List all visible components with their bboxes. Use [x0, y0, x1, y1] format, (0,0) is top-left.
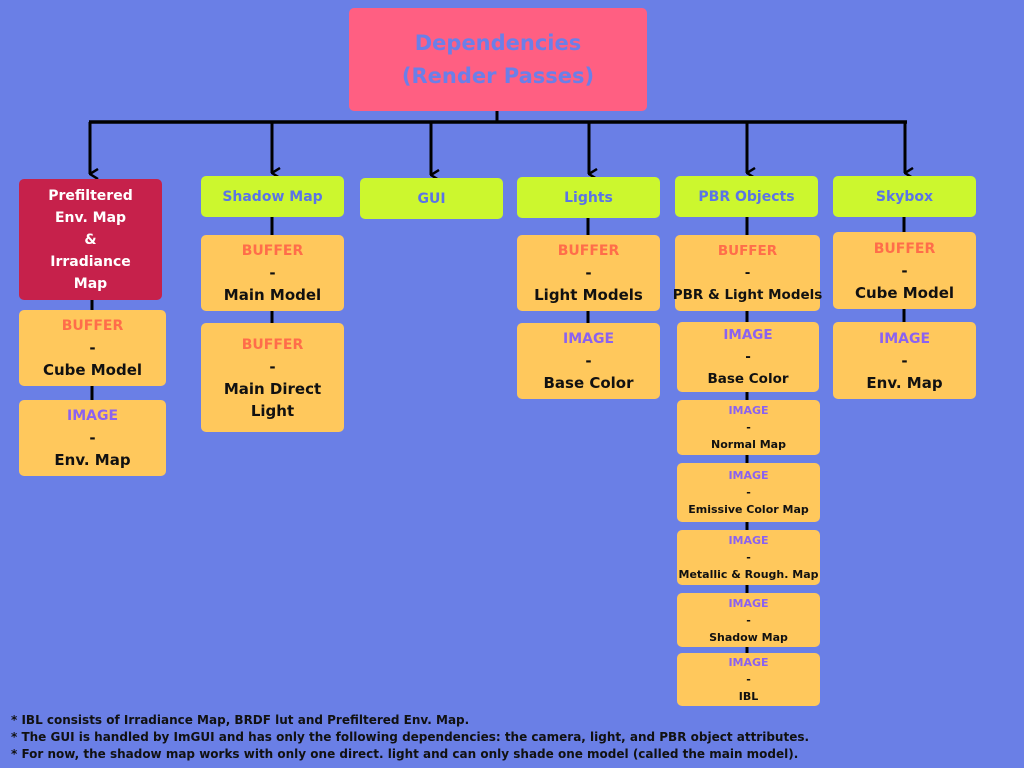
resource-image-metallic-rough-map: IMAGE - Metallic & Rough. Map — [677, 530, 820, 585]
resource-buffer-cube-model: BUFFER - Cube Model — [19, 310, 166, 386]
resource-name: Shadow Map — [709, 630, 788, 644]
resource-kind: BUFFER — [557, 243, 620, 259]
footnote-gui: * The GUI is handled by ImGUI and has on… — [11, 730, 810, 744]
pass-shadow-map: Shadow Map — [201, 176, 344, 217]
resource-kind: IMAGE — [728, 469, 769, 482]
resource-name: Light Models — [534, 286, 643, 304]
resource-image-env-map: IMAGE - Env. Map — [19, 400, 166, 476]
resource-name: Emissive Color Map — [688, 503, 809, 516]
resource-name: Env. Map — [866, 373, 943, 392]
resource-kind: IMAGE — [728, 404, 769, 417]
resource-kind: IMAGE — [878, 330, 931, 347]
resource-kind: IMAGE — [562, 331, 615, 347]
resource-name: IBL — [738, 690, 759, 703]
pass-label: PBR Objects — [698, 188, 795, 205]
resource-separator: - — [901, 351, 908, 370]
resource-separator: - — [269, 357, 276, 376]
resource-kind: IMAGE — [66, 408, 119, 424]
resource-name: Main Model — [223, 286, 322, 304]
resource-separator: - — [746, 486, 751, 499]
pass-label: Lights — [564, 189, 613, 206]
resource-buffer-main-direct-light: BUFFER - Main Direct Light — [201, 323, 344, 432]
resource-image-base-color: IMAGE - Base Color — [677, 322, 819, 392]
resource-image-env-map: IMAGE - Env. Map — [833, 322, 976, 399]
resource-buffer-main-model: BUFFER - Main Model — [201, 235, 344, 311]
pass-label: GUI — [417, 190, 446, 207]
pass-label-line: Prefiltered — [48, 187, 133, 204]
resource-image-normal-map: IMAGE - Normal Map — [677, 400, 820, 455]
pass-label-line: & — [84, 231, 97, 248]
resource-name: Base Color — [543, 374, 634, 392]
resource-buffer-pbr-light-models: BUFFER - PBR & Light Models — [672, 235, 823, 311]
root-title: Dependencies — [414, 30, 582, 55]
footnote-shadow-map: * For now, the shadow map works with onl… — [11, 747, 799, 761]
resource-image-base-color: IMAGE - Base Color — [517, 323, 660, 399]
resource-separator: - — [901, 261, 908, 280]
resource-kind: IMAGE — [723, 327, 773, 343]
resource-name: Cube Model — [854, 283, 955, 302]
resource-separator: - — [585, 264, 592, 282]
pass-label: Shadow Map — [222, 188, 323, 205]
resource-name: PBR & Light Models — [672, 287, 823, 303]
resource-separator: - — [746, 613, 751, 627]
resource-separator: - — [269, 264, 276, 282]
pass-label: Skybox — [875, 188, 934, 205]
resource-name: Env. Map — [54, 451, 131, 469]
resource-kind: BUFFER — [241, 336, 304, 353]
resource-name: Cube Model — [42, 361, 143, 379]
resource-kind: BUFFER — [241, 243, 304, 259]
footnotes: * IBL consists of Irradiance Map, BRDF l… — [11, 712, 809, 763]
resource-separator: - — [746, 673, 751, 686]
pass-label-line: Map — [73, 275, 108, 292]
pass-skybox: Skybox — [833, 176, 976, 217]
resource-image-shadow-map: IMAGE - Shadow Map — [677, 593, 820, 647]
pass-gui: GUI — [360, 178, 503, 219]
resource-separator: - — [745, 349, 751, 365]
pass-pbr-objects: PBR Objects — [675, 176, 818, 217]
resource-kind: IMAGE — [728, 656, 769, 669]
pass-label-line: Irradiance — [50, 253, 131, 270]
resource-image-emissive-color-map: IMAGE - Emissive Color Map — [677, 463, 820, 522]
resource-kind: BUFFER — [61, 318, 124, 334]
resource-separator: - — [89, 339, 96, 357]
pass-label-line: Env. Map — [54, 209, 127, 226]
resource-buffer-light-models: BUFFER - Light Models — [517, 235, 660, 311]
resource-separator: - — [746, 551, 751, 564]
resource-separator: - — [585, 352, 592, 370]
root-node: Dependencies (Render Passes) — [349, 8, 647, 111]
resource-name: Metallic & Rough. Map — [678, 568, 819, 581]
resource-name: Main Direct Light — [223, 379, 322, 420]
resource-separator: - — [744, 265, 751, 281]
resource-separator: - — [746, 421, 751, 434]
resource-kind: BUFFER — [873, 240, 936, 257]
footnote-ibl: * IBL consists of Irradiance Map, BRDF l… — [11, 713, 470, 727]
root-subtitle: (Render Passes) — [401, 63, 595, 88]
pass-prefiltered-env-irradiance: Prefiltered Env. Map & Irradiance Map — [19, 179, 162, 300]
resource-buffer-cube-model: BUFFER - Cube Model — [833, 232, 976, 309]
resource-kind: BUFFER — [717, 243, 778, 259]
resource-kind: IMAGE — [728, 596, 769, 610]
resource-name: Normal Map — [711, 438, 786, 451]
resource-kind: IMAGE — [728, 534, 769, 547]
resource-image-ibl: IMAGE - IBL — [677, 653, 820, 706]
pass-lights: Lights — [517, 177, 660, 218]
resource-separator: - — [89, 429, 96, 447]
resource-name: Base Color — [707, 371, 789, 387]
